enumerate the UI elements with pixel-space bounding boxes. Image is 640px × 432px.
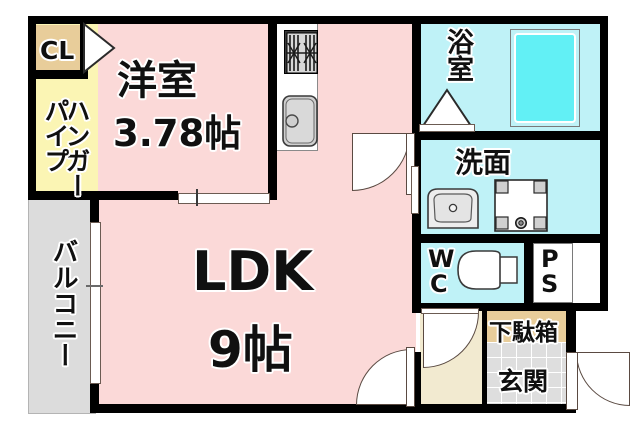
label-hanger-pipe-col2: パイプ xyxy=(41,98,70,173)
room-balcony xyxy=(28,199,96,414)
wall-bath-washroom xyxy=(412,131,608,140)
label-hanger-pipe-col1: ハンガー xyxy=(62,98,91,198)
wall-hall-genkan xyxy=(482,310,487,411)
wall-wc-ps xyxy=(524,243,533,305)
washroom-window xyxy=(411,166,419,214)
wall-closet-right xyxy=(80,16,84,74)
ldk-entry-door-leaf[interactable] xyxy=(406,347,415,407)
label-shoe-cabinet: 下駄箱 xyxy=(489,320,558,346)
room-ldk xyxy=(98,23,416,411)
label-ps-s: S xyxy=(541,270,559,298)
bathtub xyxy=(514,33,576,123)
label-ldk-area: 9帖 xyxy=(208,321,293,379)
label-wc-w: W xyxy=(428,245,455,273)
shoe-cabinet xyxy=(486,310,573,342)
label-washroom: 洗面 xyxy=(455,146,512,179)
label-entrance: 玄関 xyxy=(498,367,549,396)
wall-bedroom-bottom xyxy=(28,191,178,200)
wall-top xyxy=(28,16,608,24)
room-pipe-space xyxy=(533,243,573,303)
toilet-bowl xyxy=(456,249,518,291)
label-western-room-area: 3.78帖 xyxy=(113,112,242,155)
bath-door-threshold xyxy=(419,124,475,132)
wall-wet-left-3 xyxy=(412,240,421,313)
sliding-door-bedroom[interactable] xyxy=(178,193,270,204)
wall-closet-bottom xyxy=(28,70,88,79)
wall-bedroom-right xyxy=(268,16,277,200)
wc-door-threshold xyxy=(421,308,479,314)
label-ldk: LDK xyxy=(192,240,314,303)
wall-washroom-wc xyxy=(412,234,608,243)
label-ps-p: P xyxy=(541,245,559,273)
label-wc-c: C xyxy=(430,270,448,298)
label-closet: CL xyxy=(40,36,75,65)
wall-bottom xyxy=(96,404,576,413)
room-closet xyxy=(32,25,82,72)
sliding-door-bedroom-mullion xyxy=(196,189,198,206)
wall-hall-left xyxy=(412,352,421,413)
bathtub-outline xyxy=(510,29,580,127)
wall-left-upper xyxy=(28,16,36,199)
kitchen-sink xyxy=(282,95,318,147)
gas-stove xyxy=(284,30,318,74)
washroom-door-leaf[interactable] xyxy=(406,133,415,195)
front-door[interactable] xyxy=(576,352,630,406)
wall-right xyxy=(600,16,608,303)
sliding-door-balcony[interactable] xyxy=(90,222,101,384)
entrance-tiles xyxy=(486,342,573,411)
label-western-room: 洋室 xyxy=(117,58,197,104)
wall-wc-bottom xyxy=(412,303,608,311)
label-bathroom-line1: 浴室 xyxy=(442,28,473,82)
label-balcony: バルコニー xyxy=(48,238,78,368)
vanity-basin xyxy=(424,186,482,232)
sliding-door-balcony-mullion xyxy=(86,285,103,287)
washing-machine-pan xyxy=(494,179,548,232)
front-door-leaf[interactable] xyxy=(566,352,578,410)
closet-door-folding[interactable] xyxy=(82,21,116,75)
wall-wet-left xyxy=(412,16,421,131)
